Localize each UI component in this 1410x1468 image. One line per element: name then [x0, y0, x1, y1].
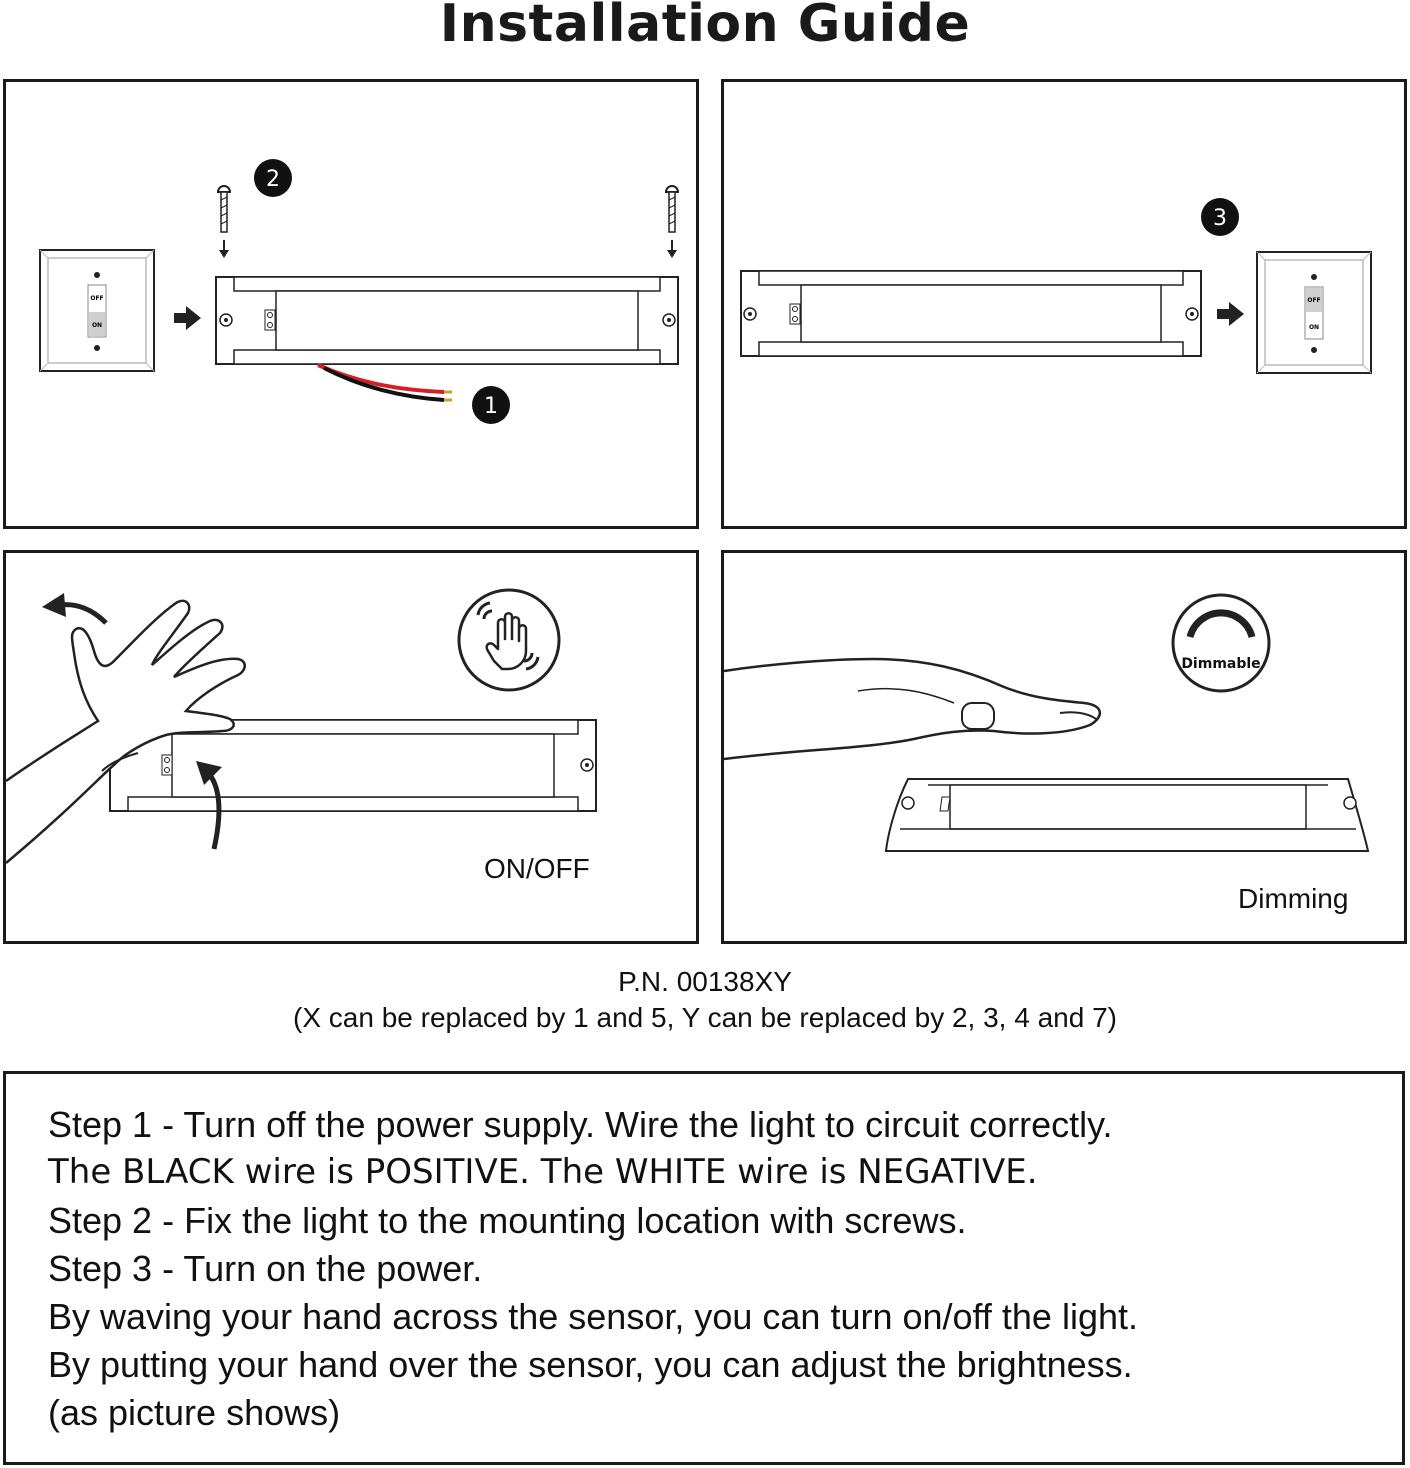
power-wires — [317, 363, 452, 402]
dimmable-text: Dimmable — [1181, 656, 1260, 672]
waving-hand — [6, 599, 246, 864]
hovering-hand — [724, 657, 1101, 761]
wall-switch-off: OFF ON — [39, 249, 155, 372]
on-off-label: ON/OFF — [484, 853, 590, 884]
right-arrow-icon — [1217, 302, 1244, 326]
step-3-text: Step 3 - Turn on the power. — [48, 1248, 483, 1289]
led-light-bar — [215, 276, 679, 365]
curved-arrow-icon — [42, 593, 222, 850]
step-marker-1: 1 — [472, 386, 510, 424]
svg-text:2: 2 — [266, 167, 280, 192]
step-marker-2: 2 — [254, 159, 292, 197]
svg-text:3: 3 — [1213, 206, 1227, 231]
step-2-text: Step 2 - Fix the light to the mounting l… — [48, 1200, 967, 1241]
led-light-bar — [740, 270, 1202, 357]
step-marker-3: 3 — [1201, 198, 1239, 236]
panel-step-3: OFF ON 3 — [721, 79, 1407, 529]
led-light-bar — [884, 778, 1370, 852]
dimmable-badge-icon: Dimmable — [1171, 593, 1271, 693]
part-number-note: (X can be replaced by 1 and 5, Y can be … — [293, 1002, 1117, 1033]
svg-text:1: 1 — [484, 394, 498, 419]
switch-on-text: ON — [1309, 324, 1319, 331]
wire-polarity-text: The BLACK wire is POSITIVE. The WHITE wi… — [48, 1152, 1038, 1192]
switch-on-text: ON — [92, 322, 102, 329]
screw-icon — [664, 185, 680, 258]
dim-instruction-text: By putting your hand over the sensor, yo… — [48, 1344, 1133, 1385]
switch-off-text: OFF — [1307, 297, 1320, 304]
panel-step-1-2: OFF ON — [3, 79, 699, 529]
panel-dimming: Dimmable Dimming — [721, 550, 1407, 944]
wave-instruction-text: By waving your hand across the sensor, y… — [48, 1296, 1138, 1337]
right-arrow-icon — [174, 306, 201, 330]
switch-off-text: OFF — [90, 295, 103, 302]
page-title: Installation Guide — [439, 0, 971, 54]
wall-switch-on: OFF ON — [1256, 251, 1372, 374]
instructions-box: Step 1 - Turn off the power supply. Wire… — [3, 1071, 1405, 1465]
dimming-label: Dimming — [1238, 883, 1349, 914]
picture-note-text: (as picture shows) — [48, 1392, 341, 1433]
led-light-bar — [109, 719, 597, 812]
step-1-text: Step 1 - Turn off the power supply. Wire… — [48, 1104, 1113, 1145]
hand-wave-sensor-icon — [457, 588, 561, 692]
part-number: P.N. 00138XY — [618, 966, 792, 997]
screw-icon — [216, 185, 232, 258]
panel-wave-on-off: ON/OFF — [3, 550, 699, 944]
